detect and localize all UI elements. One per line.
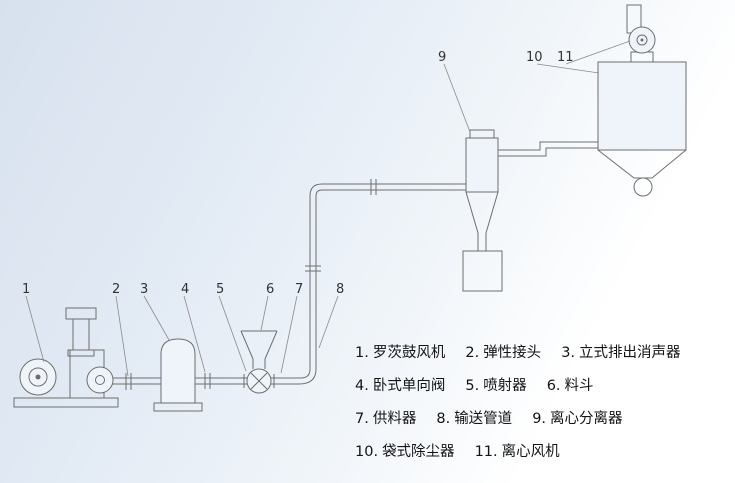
bag-dust-collector xyxy=(597,61,687,197)
legend-row: 1.罗茨鼓风机 2.弹性接头 3.立式排出消声器 xyxy=(355,341,727,362)
hopper xyxy=(240,330,278,369)
cyclone-separator xyxy=(462,129,503,292)
legend-item-centrifugal-fan: 11.离心风机 xyxy=(474,444,560,460)
legend-item-check-valve: 4.卧式单向阀 xyxy=(355,378,446,394)
vertical-silencer xyxy=(153,338,203,412)
callout-3: 3 xyxy=(140,282,148,297)
conveying-pipe xyxy=(104,179,466,385)
roots-blower xyxy=(13,307,119,408)
callout-11: 11 xyxy=(557,50,574,65)
callout-10: 10 xyxy=(526,50,543,65)
legend-item-conveying-pipe: 8.输送管道 xyxy=(436,411,513,427)
check-valve xyxy=(204,373,211,389)
legend: 1.罗茨鼓风机 2.弹性接头 3.立式排出消声器 4.卧式单向阀 5.喷射器 6… xyxy=(355,341,727,473)
callout-5: 5 xyxy=(216,282,224,297)
legend-item-vertical-silencer: 3.立式排出消声器 xyxy=(561,345,681,361)
callouts: 1 2 3 4 5 6 7 8 9 10 11 xyxy=(22,50,574,297)
centrifugal-fan xyxy=(626,4,656,63)
callout-6: 6 xyxy=(266,282,274,297)
callout-8: 8 xyxy=(336,282,344,297)
callout-4: 4 xyxy=(181,282,189,297)
cyclone-to-bagfilter-duct xyxy=(498,141,598,157)
legend-item-cyclone-separator: 9.离心分离器 xyxy=(532,411,623,427)
legend-item-injector: 5.喷射器 xyxy=(465,378,527,394)
legend-item-flexible-joint: 2.弹性接头 xyxy=(465,345,542,361)
feeder-valve xyxy=(243,368,275,394)
legend-row: 4.卧式单向阀 5.喷射器 6.料斗 xyxy=(355,374,727,395)
callout-1: 1 xyxy=(22,282,30,297)
legend-item-feeder: 7.供料器 xyxy=(355,411,417,427)
legend-item-bag-dust-collector: 10.袋式除尘器 xyxy=(355,444,455,460)
callout-9: 9 xyxy=(438,50,446,65)
legend-item-roots-blower: 1.罗茨鼓风机 xyxy=(355,345,446,361)
leader-lines xyxy=(25,40,631,377)
flexible-joint xyxy=(125,373,132,390)
legend-row: 10.袋式除尘器 11.离心风机 xyxy=(355,440,727,461)
callout-2: 2 xyxy=(112,282,120,297)
callout-7: 7 xyxy=(295,282,303,297)
legend-row: 7.供料器 8.输送管道 9.离心分离器 xyxy=(355,407,727,428)
legend-item-hopper: 6.料斗 xyxy=(546,378,594,394)
